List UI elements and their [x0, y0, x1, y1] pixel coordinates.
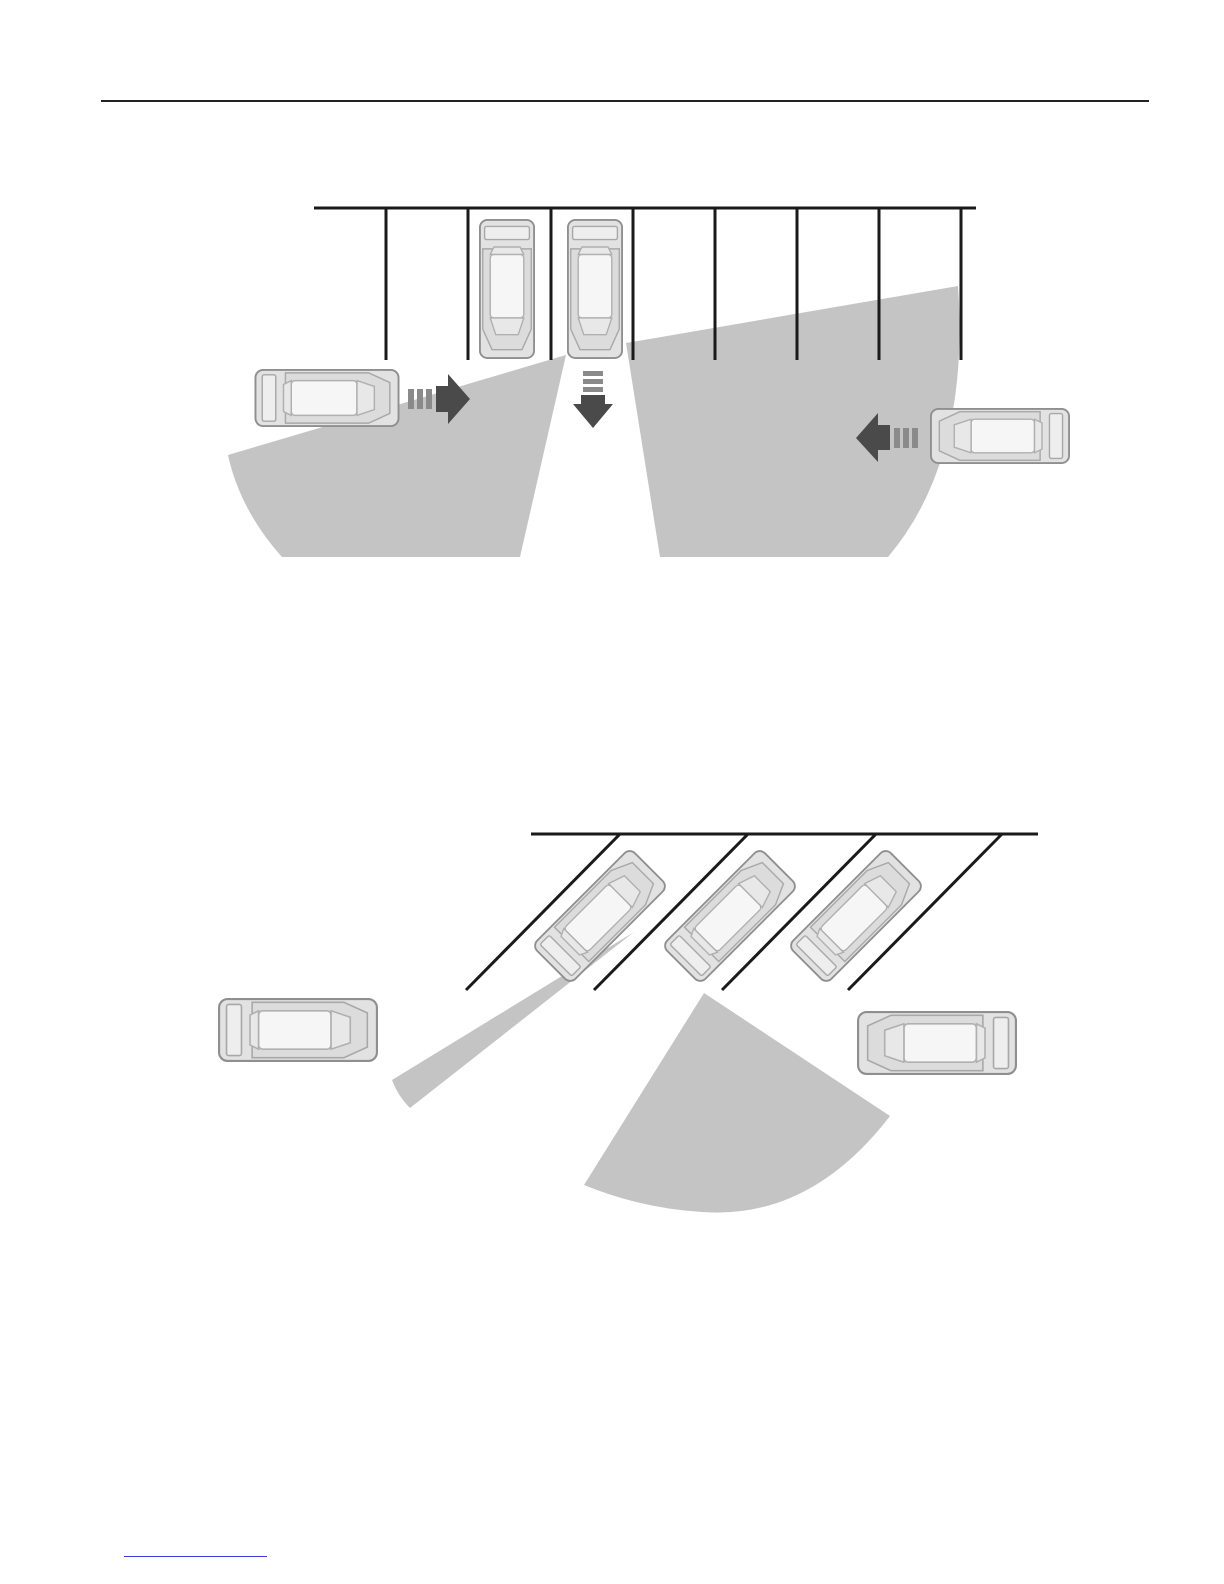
reversing-car	[568, 220, 622, 358]
perpendicular-parking-diagram	[0, 0, 1224, 600]
parked-car	[480, 220, 534, 358]
passing-car-left	[219, 999, 377, 1061]
wide-sensor-zone	[584, 993, 890, 1213]
angled-parked-car	[532, 848, 668, 984]
narrow-sensor-zone	[392, 932, 634, 1108]
approaching-car-left	[255, 370, 398, 426]
footer-link-underline[interactable]	[124, 1556, 267, 1557]
angled-parked-car	[788, 848, 924, 984]
angled-reversing-car	[662, 848, 798, 984]
angled-parking-diagram	[0, 780, 1224, 1240]
approaching-car-right	[931, 409, 1069, 463]
arrow-down-icon	[573, 371, 613, 428]
passing-car-right	[858, 1012, 1016, 1074]
right-sensor-zone	[626, 286, 960, 557]
